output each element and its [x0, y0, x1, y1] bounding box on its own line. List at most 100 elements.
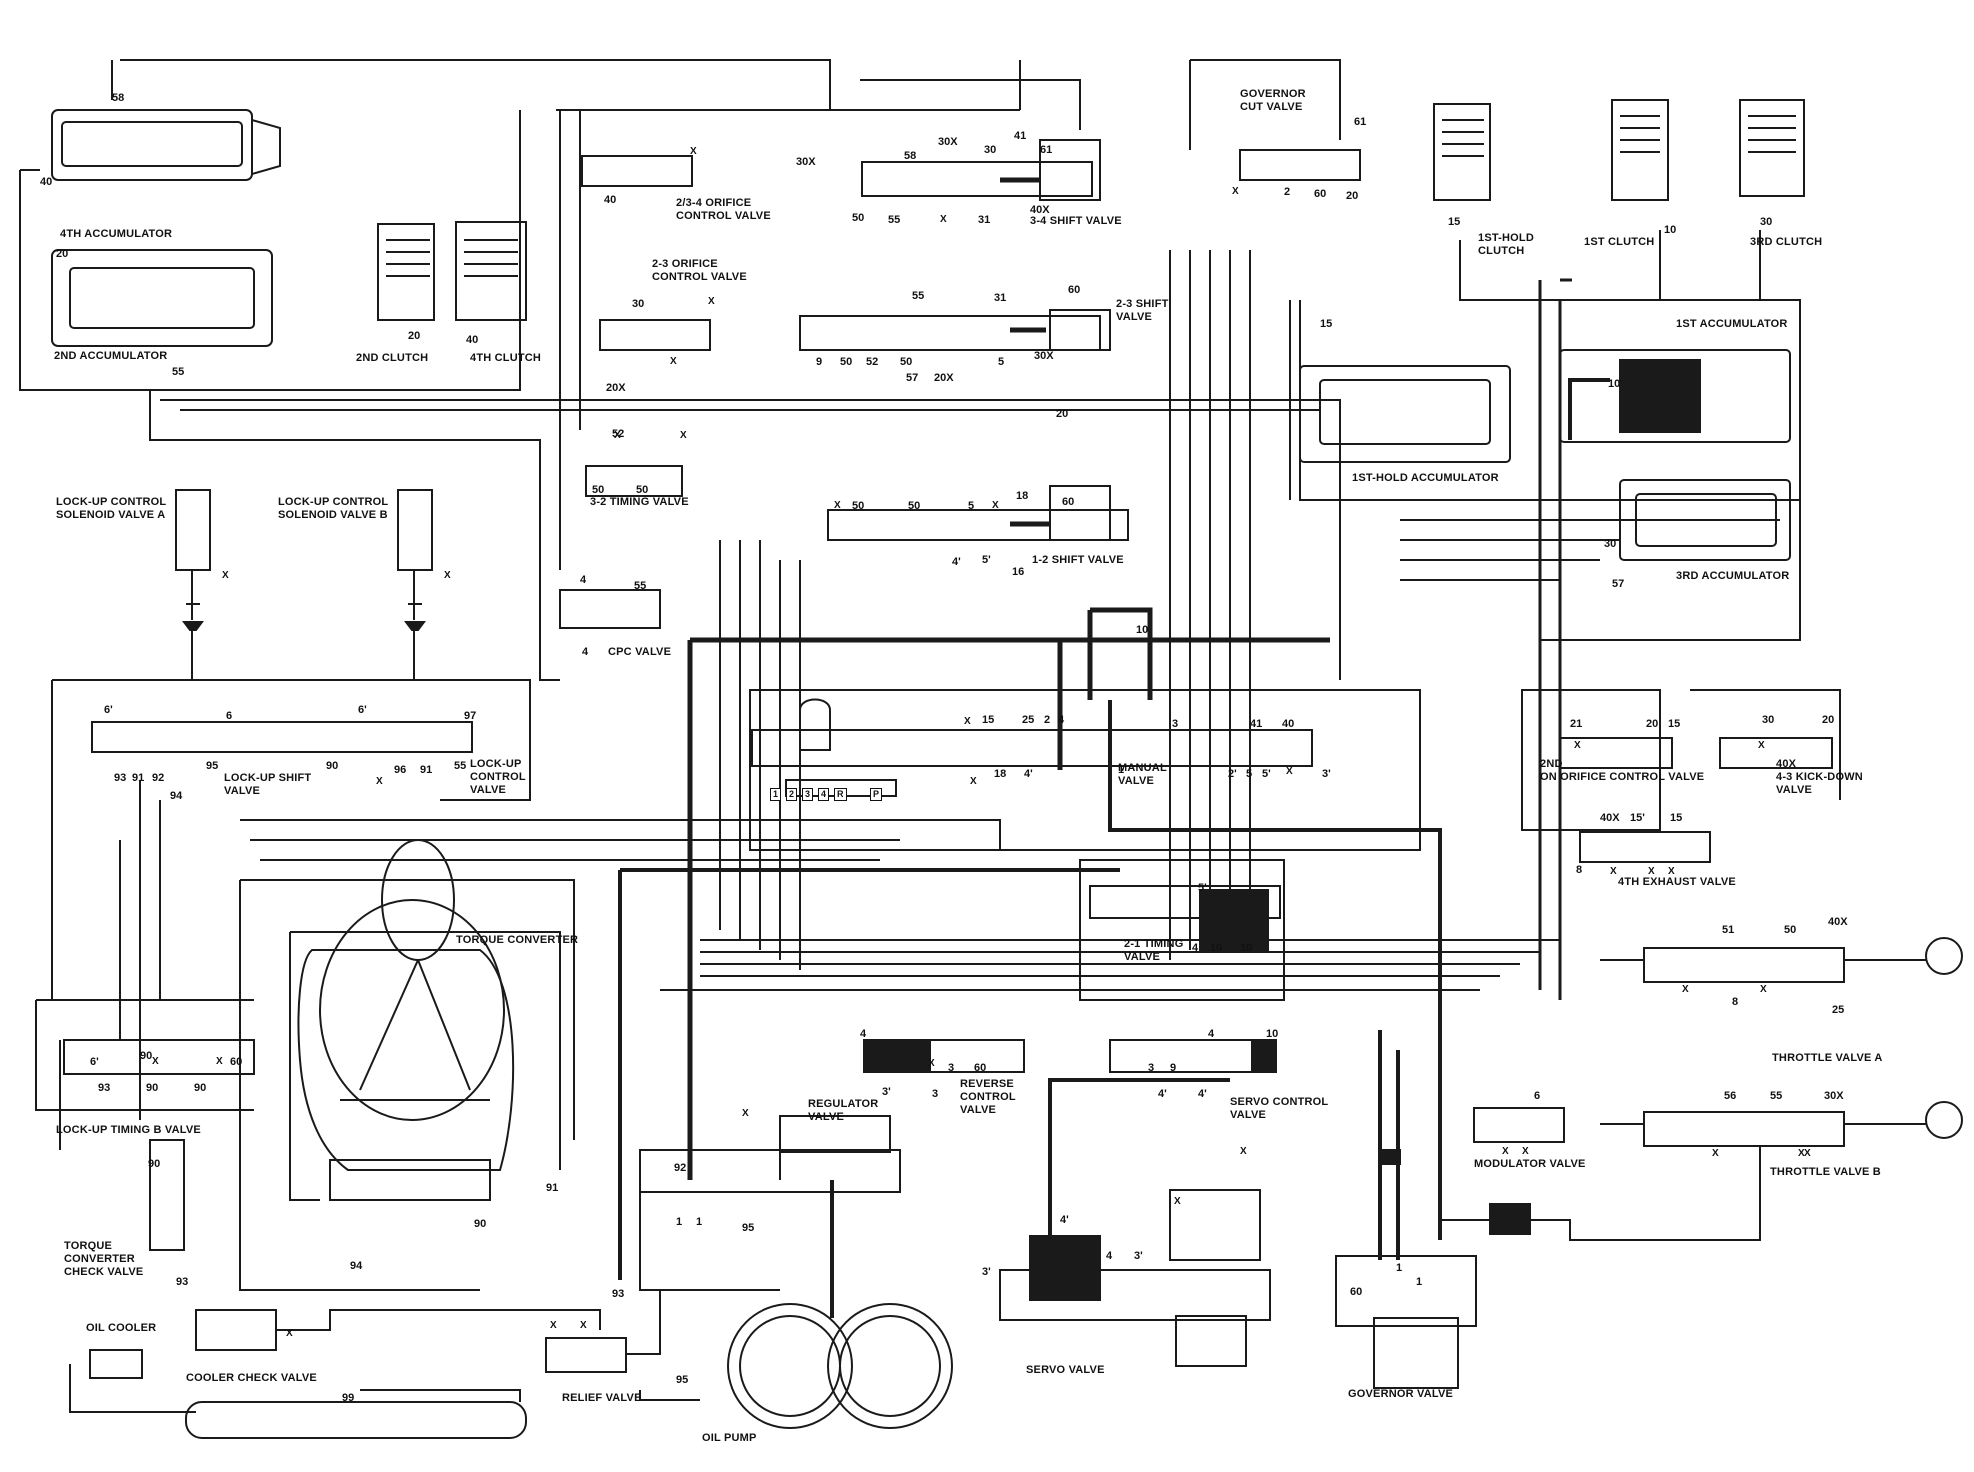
label-servo-control: SERVO CONTROL VALVE — [1230, 1096, 1329, 1121]
label-governor-valve: GOVERNOR VALVE — [1348, 1388, 1454, 1400]
port-number: 90 — [148, 1158, 161, 1170]
port-number: 30X — [796, 156, 816, 168]
port-number: 1 — [696, 1216, 703, 1228]
port-number: 20 — [1822, 714, 1835, 726]
port-number: 16 — [1012, 566, 1025, 578]
port-number: 60 — [230, 1056, 243, 1068]
exhaust-x-mark: X — [1798, 1148, 1805, 1159]
port-number: 4 — [580, 574, 587, 586]
label-governor-cut: GOVERNOR CUT VALVE — [1240, 88, 1306, 113]
port-number: 15 — [982, 714, 995, 726]
port-number: 99 — [342, 1392, 355, 1404]
port-number: 51 — [1722, 924, 1735, 936]
port-number: 96 — [394, 764, 407, 776]
port-number: 50 — [1784, 924, 1797, 936]
port-number: 15' — [1630, 812, 1645, 824]
label-cpc-valve: CPC VALVE — [608, 646, 672, 658]
label-23-orifice: 2-3 ORIFICE CONTROL VALVE — [652, 258, 747, 283]
port-number: 2 — [1284, 186, 1291, 198]
exhaust-x-mark: X — [376, 776, 383, 787]
port-number: 55 — [888, 214, 901, 226]
port-number: 1 — [1416, 1276, 1423, 1288]
port-number: 40 — [40, 176, 53, 188]
port-number: 95 — [742, 1222, 755, 1234]
label-throttle-a: THROTTLE VALVE A — [1772, 1052, 1883, 1064]
port-number: 5' — [1262, 768, 1271, 780]
port-number: 57 — [906, 372, 919, 384]
label-43-kickdown: 40X 4-3 KICK-DOWN VALVE — [1776, 758, 1863, 796]
label-32-timing: 3-2 TIMING VALVE — [590, 496, 689, 508]
port-number: 30 — [1604, 538, 1617, 550]
port-number: 95 — [676, 1374, 689, 1386]
port-number: 60 — [1062, 496, 1075, 508]
exhaust-x-mark: X — [1712, 1148, 1719, 1159]
port-number: 10 — [1266, 1028, 1279, 1040]
exhaust-x-mark: X — [286, 1328, 293, 1339]
exhaust-x-mark: X — [970, 776, 977, 787]
exhaust-x-mark: X — [1174, 1196, 1181, 1207]
port-number: 60 — [1068, 284, 1081, 296]
port-number: 6 — [226, 710, 233, 722]
label-modulator: MODULATOR VALVE — [1474, 1158, 1586, 1170]
port-number: 15 — [1670, 812, 1683, 824]
label-1st-hold-clutch: 1ST-HOLD CLUTCH — [1478, 232, 1534, 257]
port-number: 30 — [984, 144, 997, 156]
port-number: 61 — [1040, 144, 1053, 156]
port-number: 40X — [1600, 812, 1620, 824]
port-number: 55 — [634, 580, 647, 592]
port-number: 9 — [816, 356, 823, 368]
port-number: 3' — [982, 1266, 991, 1278]
exhaust-x-mark: X — [1286, 766, 1293, 777]
exhaust-x-mark: X — [1758, 740, 1765, 751]
label-oil-pump: OIL PUMP — [702, 1432, 757, 1444]
port-number: 4' — [1198, 1088, 1207, 1100]
port-number: 95 — [206, 760, 219, 772]
port-number: 4 — [1208, 1028, 1215, 1040]
label-relief: RELIEF VALVE — [562, 1392, 642, 1404]
port-number: 58 — [904, 150, 917, 162]
label-lockup-timing-b: LOCK-UP TIMING B VALVE — [56, 1124, 201, 1136]
port-number: 4 — [582, 646, 589, 658]
label-2nd-on-orifice: 2ND ON ORIFICE CONTROL VALVE — [1540, 758, 1705, 783]
port-number: 93 — [98, 1082, 111, 1094]
port-number: 55 — [912, 290, 925, 302]
port-number: 2 — [1044, 714, 1051, 726]
label-oil-cooler: OIL COOLER — [86, 1322, 157, 1334]
label-torque-converter: TORQUE CONVERTER — [456, 934, 579, 946]
label-reverse-control: REVERSE CONTROL VALVE — [960, 1078, 1016, 1116]
port-number: 90 — [474, 1218, 487, 1230]
port-number: 25 — [1022, 714, 1035, 726]
exhaust-x-mark: X — [1574, 740, 1581, 751]
port-number: 55 — [454, 760, 467, 772]
port-number: 2' — [1228, 768, 1237, 780]
port-number: 10 — [1240, 942, 1253, 954]
selector-position: 1 — [770, 788, 782, 801]
label-manual-valve: MANUAL VALVE — [1118, 762, 1167, 787]
port-number: 4 — [1192, 942, 1199, 954]
port-number: 20 — [56, 248, 69, 260]
port-number: 15 — [1668, 718, 1681, 730]
label-throttle-b: THROTTLE VALVE B — [1770, 1166, 1881, 1178]
label-2nd-clutch: 2ND CLUTCH — [356, 352, 429, 364]
exhaust-x-mark: X — [1522, 1146, 1529, 1157]
port-number: 94 — [170, 790, 183, 802]
exhaust-x-mark: X — [614, 430, 621, 441]
selector-position: 4 — [818, 788, 830, 801]
port-number: 3' — [882, 1086, 891, 1098]
port-number: 93 — [612, 1288, 625, 1300]
port-number: 5' — [982, 554, 991, 566]
exhaust-x-mark: X — [1610, 866, 1617, 877]
port-number: 93 — [176, 1276, 189, 1288]
port-number: 6 — [1534, 1090, 1541, 1102]
port-number: 50 — [852, 500, 865, 512]
port-number: 3 — [1172, 718, 1179, 730]
port-number: 20 — [408, 330, 421, 342]
exhaust-x-mark: X — [1240, 1146, 1247, 1157]
label-3rd-clutch: 3RD CLUTCH — [1750, 236, 1823, 248]
label-servo-valve: SERVO VALVE — [1026, 1364, 1105, 1376]
selector-position: 2 — [786, 788, 798, 801]
exhaust-x-mark: X — [222, 570, 229, 581]
exhaust-x-mark: X — [444, 570, 451, 581]
exhaust-x-mark: X — [1502, 1146, 1509, 1157]
